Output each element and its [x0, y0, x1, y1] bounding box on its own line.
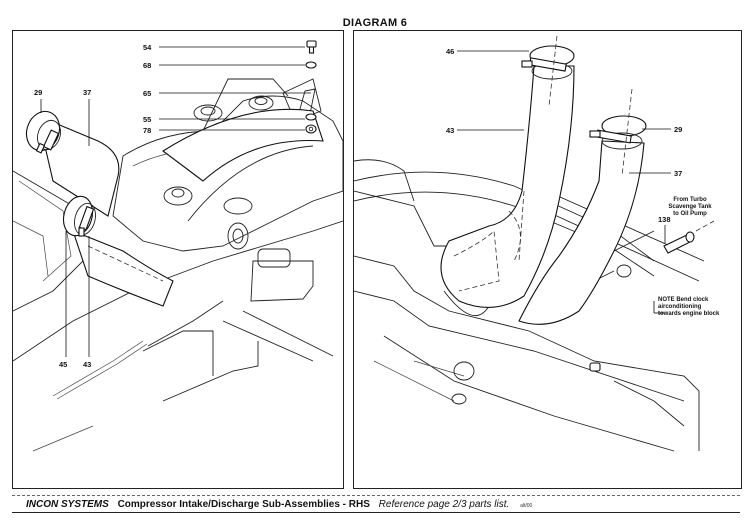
hose-43: [72, 230, 174, 307]
callout-43: 43: [83, 360, 91, 369]
callout-29: 29: [674, 125, 682, 134]
turbo-line-1: From Turbo: [673, 197, 707, 203]
stud-3: [163, 186, 193, 206]
callout-29: 29: [34, 88, 42, 97]
callout-43: 43: [446, 126, 454, 135]
footer-code: alt/00: [520, 503, 533, 509]
callout-55: 55: [143, 115, 151, 124]
callout-45: 45: [59, 360, 67, 369]
footer-subtitle: Compressor Intake/Discharge Sub-Assembli…: [117, 499, 370, 510]
cross-tube: [354, 171, 655, 262]
callout-65: 65: [143, 89, 151, 98]
stud-1: [193, 104, 223, 122]
mount-plate: [250, 260, 314, 302]
callout-46: 46: [446, 47, 454, 56]
hose-clamp-46-icon: [521, 45, 575, 80]
footer-brand: INCON SYSTEMS: [26, 499, 109, 510]
turbo-line-3: to Oil Pump: [673, 211, 707, 217]
left-exploded-drawing: 54 68 65 55 78 29 37 45 43: [13, 40, 343, 452]
oil-pan-rim: [354, 255, 700, 451]
hose-clamp-29-icon: [589, 115, 647, 150]
right-exploded-drawing: 46 43 29 37 138 From Turbo Scavenge Tank…: [354, 35, 720, 452]
turbo-line-2: Scavenge Tank: [668, 204, 712, 210]
turbo-annotation: From Turbo Scavenge Tank to Oil Pump: [668, 197, 712, 217]
note-annotation: NOTE Bend clock airconditioning towards …: [658, 297, 720, 317]
drain-hole: [453, 361, 475, 381]
left-diagram-panel: 54 68 65 55 78 29 37 45 43: [12, 30, 344, 489]
callout-37: 37: [83, 88, 91, 97]
chassis-rail: [13, 220, 343, 362]
stud-2: [248, 95, 274, 111]
washer-55-icon: [305, 113, 317, 121]
bolt-54-icon: [306, 40, 317, 54]
right-diagram-panel: 46 43 29 37 138 From Turbo Scavenge Tank…: [353, 30, 742, 489]
callout-78: 78: [143, 126, 151, 135]
nut-78-icon: [305, 124, 317, 134]
drain-plug-icon: [589, 362, 601, 372]
hose-37: [518, 140, 645, 325]
footer-divider-bottom: [12, 512, 740, 513]
diagram-title: DIAGRAM 6: [342, 17, 408, 29]
hose-clamp-29-icon: [25, 110, 61, 154]
washer-68-icon: [305, 61, 317, 69]
callout-37: 37: [674, 169, 682, 178]
footer-reference: Reference page 2/3 parts list.: [378, 499, 510, 510]
discharge-elbow: [162, 108, 324, 182]
callout-54: 54: [143, 43, 152, 52]
callout-138: 138: [658, 215, 671, 224]
plenum-housing: [112, 95, 343, 252]
callout-68: 68: [143, 61, 151, 70]
hose-clamp-45-icon: [62, 195, 96, 237]
note-line-3: towards engine block: [658, 311, 720, 317]
hose-43: [440, 65, 575, 308]
note-line-1: NOTE Bend clock: [658, 297, 709, 303]
footer-divider-top: [12, 495, 740, 496]
note-line-2: airconditioning: [658, 304, 702, 310]
footer-caption: INCON SYSTEMS Compressor Intake/Discharg…: [26, 499, 532, 510]
